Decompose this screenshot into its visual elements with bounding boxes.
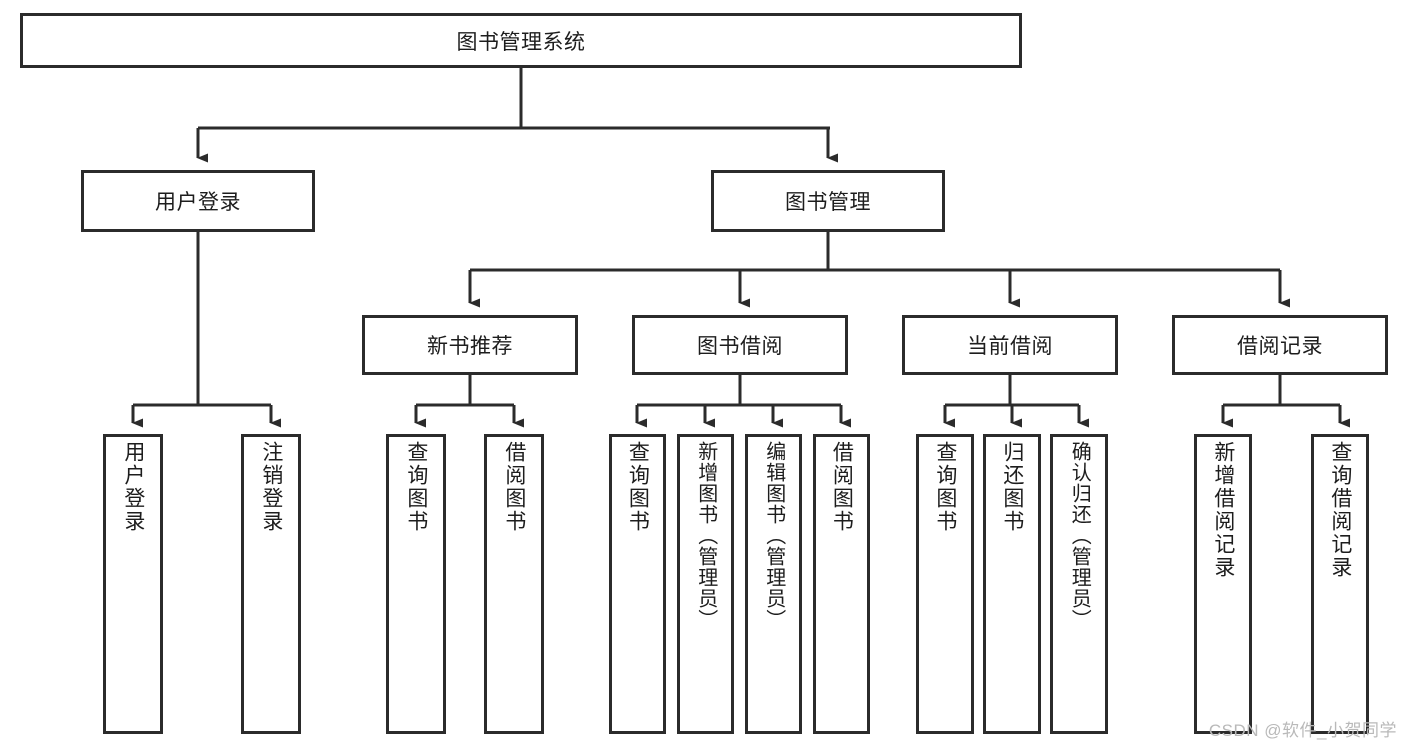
node-leaf-confirm-return-label: 确认归还（管理员） — [1068, 441, 1091, 630]
node-leaf-borrow-book-2[interactable]: 借阅图书 — [813, 434, 870, 734]
node-leaf-user-logout[interactable]: 注销登录 — [241, 434, 301, 734]
node-leaf-query-book-2[interactable]: 查询图书 — [609, 434, 666, 734]
node-leaf-return-book-label: 归还图书 — [1000, 441, 1024, 533]
node-leaf-add-book[interactable]: 新增图书（管理员） — [677, 434, 734, 734]
node-book-borrow[interactable]: 图书借阅 — [632, 315, 848, 375]
node-leaf-query-record-label: 查询借阅记录 — [1328, 441, 1352, 579]
node-new-book-rec-label: 新书推荐 — [427, 335, 513, 358]
node-new-book-rec[interactable]: 新书推荐 — [362, 315, 578, 375]
node-leaf-borrow-book-2-label: 借阅图书 — [830, 441, 854, 533]
node-leaf-borrow-book-1-label: 借阅图书 — [502, 441, 526, 533]
node-leaf-user-login-label: 用户登录 — [121, 441, 145, 533]
node-leaf-add-record[interactable]: 新增借阅记录 — [1194, 434, 1252, 734]
node-leaf-borrow-book-1[interactable]: 借阅图书 — [484, 434, 544, 734]
node-current-borrow[interactable]: 当前借阅 — [902, 315, 1118, 375]
node-leaf-user-login[interactable]: 用户登录 — [103, 434, 163, 734]
node-borrow-record-label: 借阅记录 — [1237, 335, 1323, 358]
node-current-borrow-label: 当前借阅 — [967, 335, 1053, 358]
node-leaf-query-book-1[interactable]: 查询图书 — [386, 434, 446, 734]
node-leaf-confirm-return[interactable]: 确认归还（管理员） — [1050, 434, 1108, 734]
watermark: CSDN @软件_小贺同学 — [1208, 721, 1397, 740]
node-leaf-return-book[interactable]: 归还图书 — [983, 434, 1041, 734]
node-book-manage[interactable]: 图书管理 — [711, 170, 945, 232]
node-root-label: 图书管理系统 — [456, 30, 586, 54]
node-leaf-query-record[interactable]: 查询借阅记录 — [1311, 434, 1369, 734]
node-user-login-label: 用户登录 — [155, 191, 241, 214]
node-leaf-query-book-1-label: 查询图书 — [404, 441, 428, 533]
node-leaf-user-logout-label: 注销登录 — [259, 441, 283, 533]
node-leaf-add-record-label: 新增借阅记录 — [1211, 441, 1235, 579]
node-root[interactable]: 图书管理系统 — [20, 13, 1022, 68]
node-book-borrow-label: 图书借阅 — [697, 335, 783, 358]
node-user-login[interactable]: 用户登录 — [81, 170, 315, 232]
node-leaf-edit-book[interactable]: 编辑图书（管理员） — [745, 434, 802, 734]
node-book-manage-label: 图书管理 — [785, 191, 871, 214]
node-leaf-add-book-label: 新增图书（管理员） — [694, 441, 717, 630]
node-leaf-query-book-3[interactable]: 查询图书 — [916, 434, 974, 734]
node-borrow-record[interactable]: 借阅记录 — [1172, 315, 1388, 375]
node-leaf-query-book-3-label: 查询图书 — [933, 441, 957, 533]
node-leaf-query-book-2-label: 查询图书 — [626, 441, 650, 533]
node-leaf-edit-book-label: 编辑图书（管理员） — [762, 441, 785, 630]
